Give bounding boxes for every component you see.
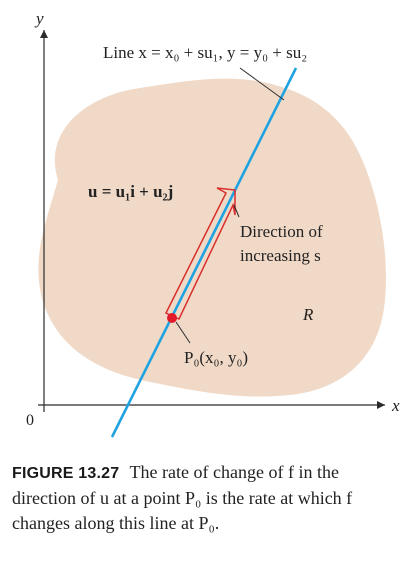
direction-label-line1: Direction of [240,222,323,241]
direction-line [110,67,298,438]
direction-label-line2: increasing s [240,246,321,265]
line-label-leader [239,67,285,101]
figure-caption: FIGURE 13.27 The rate of change of f in … [12,460,404,536]
region-label: R [302,305,314,324]
point-p0 [167,313,177,323]
line-equation-label: Line x = x₀ + su₁, y = y₀ + su₂ [103,43,307,62]
direction-label-leader [233,204,240,218]
point-label: P₀(x₀, y₀) [184,348,248,367]
diagram-figure: y x 0 Line x = x₀ + su₁, y = y₀ + su₂ u … [26,9,400,438]
unit-vector-arrow [164,187,236,320]
caption-text: The rate of change of f in the direction… [12,462,353,533]
point-label-leader [175,321,191,344]
vector-label: u = u₁i + u₂j [88,182,173,201]
x-axis-label: x [391,396,400,415]
caption-figure-number: FIGURE 13.27 [12,465,120,482]
origin-label: 0 [26,412,34,429]
y-axis-label: y [34,9,44,28]
